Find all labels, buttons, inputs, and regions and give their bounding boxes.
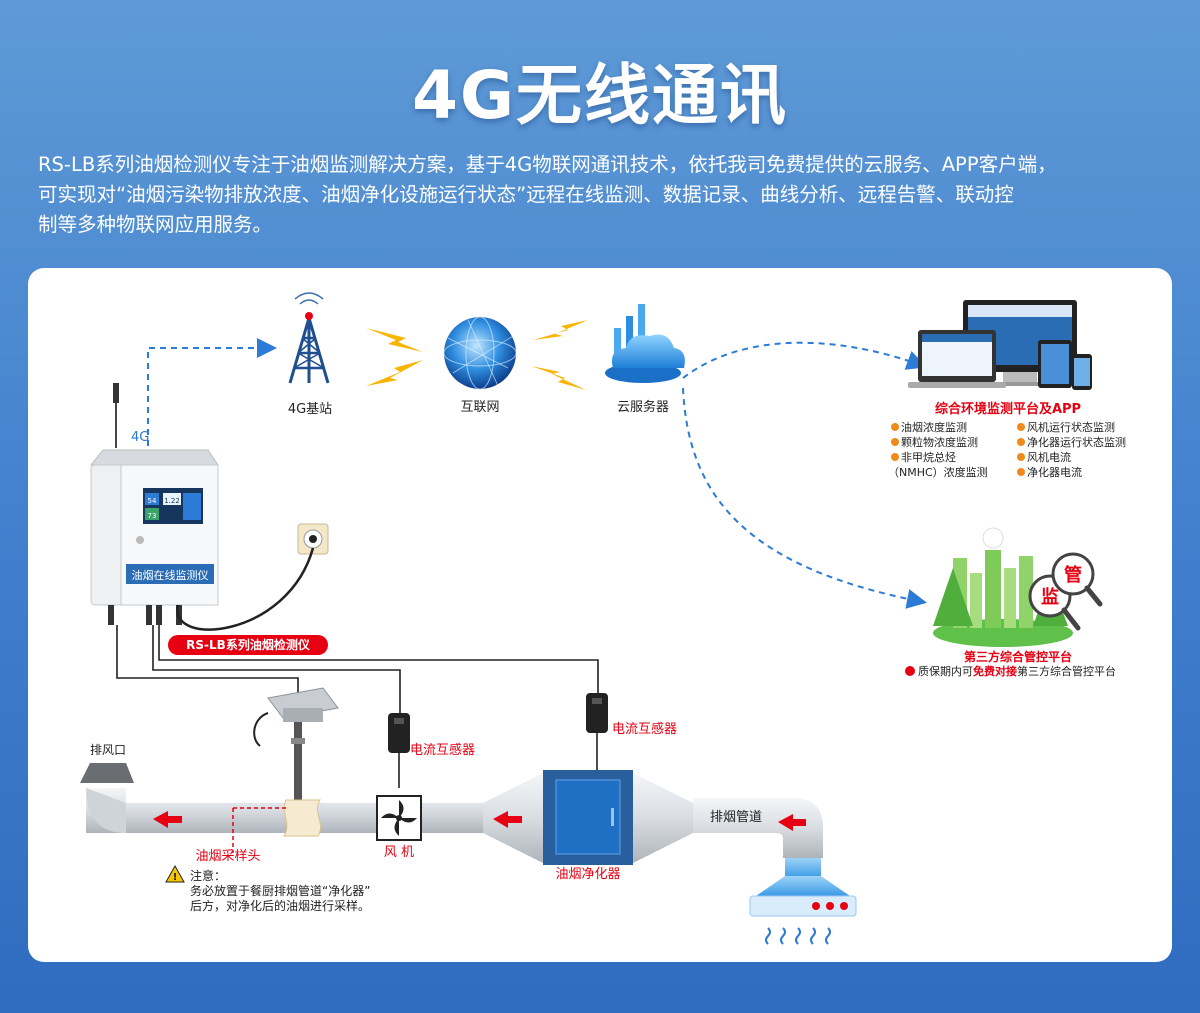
- platform-title: 综合环境监测平台及APP: [935, 401, 1081, 417]
- bullet-icon: [1017, 438, 1025, 446]
- screen-value: 1.22: [164, 497, 180, 505]
- note-line-2: 后方，对净化后的油烟进行采样。: [190, 898, 370, 913]
- svg-text:!: !: [173, 872, 178, 883]
- device-panel-label: 油烟在线监测仪: [132, 568, 209, 582]
- platform-feature: 非甲烷总烃: [901, 450, 956, 464]
- bullet-icon: [891, 453, 899, 461]
- purifier-box: [543, 770, 633, 865]
- screen-value: 54: [148, 497, 157, 505]
- platform-feature: 净化器运行状态监测: [1027, 435, 1126, 449]
- smoke-waves-icon: [765, 927, 831, 945]
- badge-text: 监: [1041, 586, 1059, 608]
- current-sensor-2-label: 电流互感器: [612, 721, 677, 737]
- diagram-panel: 4G基站 互联网 云服务器 综合环境监测平台及A: [28, 268, 1172, 962]
- flow-arrow-icon: [153, 811, 806, 831]
- bullet-icon: [891, 423, 899, 431]
- sampling-port: [283, 799, 322, 837]
- lightning-icon: [366, 320, 588, 390]
- range-hood-icon: [749, 858, 857, 917]
- model-badge: [168, 635, 328, 655]
- magnifier-supervise-icon: 监: [1028, 574, 1081, 631]
- exhaust-outlet-cap: [80, 763, 134, 783]
- dashed-arrow-to-third-party: [682, 387, 927, 609]
- computer-devices-icon: [908, 300, 1092, 390]
- internet-label: 互联网: [460, 400, 499, 415]
- current-transformer-2: [586, 693, 608, 770]
- base-station-tower-icon: [288, 292, 330, 384]
- cloud-server-icon: [605, 304, 685, 383]
- platform-feature: 风机电流: [1027, 450, 1071, 464]
- intro-line-1: RS-LB系列油烟检测仪专注于油烟监测解决方案，基于4G物联网通讯技术，依托我司…: [38, 153, 1057, 176]
- note-title: 注意：: [190, 868, 226, 883]
- bullet-icon: [1017, 423, 1025, 431]
- bullet-icon: [891, 438, 899, 446]
- power-socket-icon: [297, 523, 329, 555]
- signal-wires: [116, 625, 599, 713]
- fan-icon: [376, 795, 422, 841]
- warning-icon: !: [165, 864, 185, 883]
- dashed-arrow-to-platform: [682, 341, 927, 379]
- platform-feature: （NMHC）浓度监测: [888, 465, 988, 479]
- badge-text: 管: [1064, 564, 1082, 586]
- internet-globe-icon: [443, 316, 517, 390]
- platform-feature: 颗粒物浓度监测: [901, 435, 978, 449]
- magnifier-manage-icon: 管: [1051, 552, 1103, 607]
- system-diagram: 4G基站 互联网 云服务器 综合环境监测平台及A: [80, 292, 1126, 945]
- bullet-icon: [905, 666, 915, 676]
- base-station-label: 4G基站: [288, 402, 332, 417]
- current-transformer-1: [388, 713, 410, 788]
- screen-value: 73: [148, 512, 157, 520]
- lock-icon: [136, 536, 144, 544]
- sampling-head-device: [253, 687, 339, 832]
- current-sensor-1-label: 电流互感器: [410, 742, 475, 758]
- third-party-title: 第三方综合管控平台: [964, 649, 1072, 664]
- bullet-icon: [1017, 453, 1025, 461]
- platform-feature: 风机运行状态监测: [1027, 420, 1115, 434]
- platform-feature: 净化器电流: [1027, 465, 1082, 479]
- dashed-arrow-to-base-station: [147, 338, 277, 446]
- fan-label: 风 机: [384, 845, 414, 860]
- model-label: RS-LB系列油烟检测仪: [186, 637, 311, 652]
- third-party-note: 质保期内可免费对接第三方综合管控平台: [918, 664, 1116, 678]
- purifier-label: 油烟净化器: [555, 867, 620, 882]
- intro-line-3: 制等多种物联网应用服务。: [38, 213, 273, 236]
- intro-line-2: 可实现对“油烟污染物排放浓度、油烟净化设施运行状态”远程在线监测、数据记录、曲线…: [38, 183, 1014, 206]
- note-line-1: 务必放置于餐厨排烟管道“净化器”: [190, 883, 370, 898]
- antenna-label: 4G: [131, 430, 149, 445]
- sampling-head-label: 油烟采样头: [195, 849, 260, 864]
- power-cable: [176, 547, 315, 631]
- intro-text: RS-LB系列油烟检测仪专注于油烟监测解决方案，基于4G物联网通讯技术，依托我司…: [38, 150, 1168, 240]
- bullet-icon: [1017, 468, 1025, 476]
- exhaust-duct-label: 排烟管道: [710, 810, 762, 825]
- exhaust-outlet-label: 排风口: [90, 743, 126, 757]
- platform-feature: 油烟浓度监测: [901, 420, 967, 434]
- cloud-server-label: 云服务器: [617, 399, 669, 415]
- monitoring-device: 4G 54 1.22 73 油烟在线监测仪: [89, 383, 219, 625]
- page-title: 4G无线通讯: [411, 57, 789, 134]
